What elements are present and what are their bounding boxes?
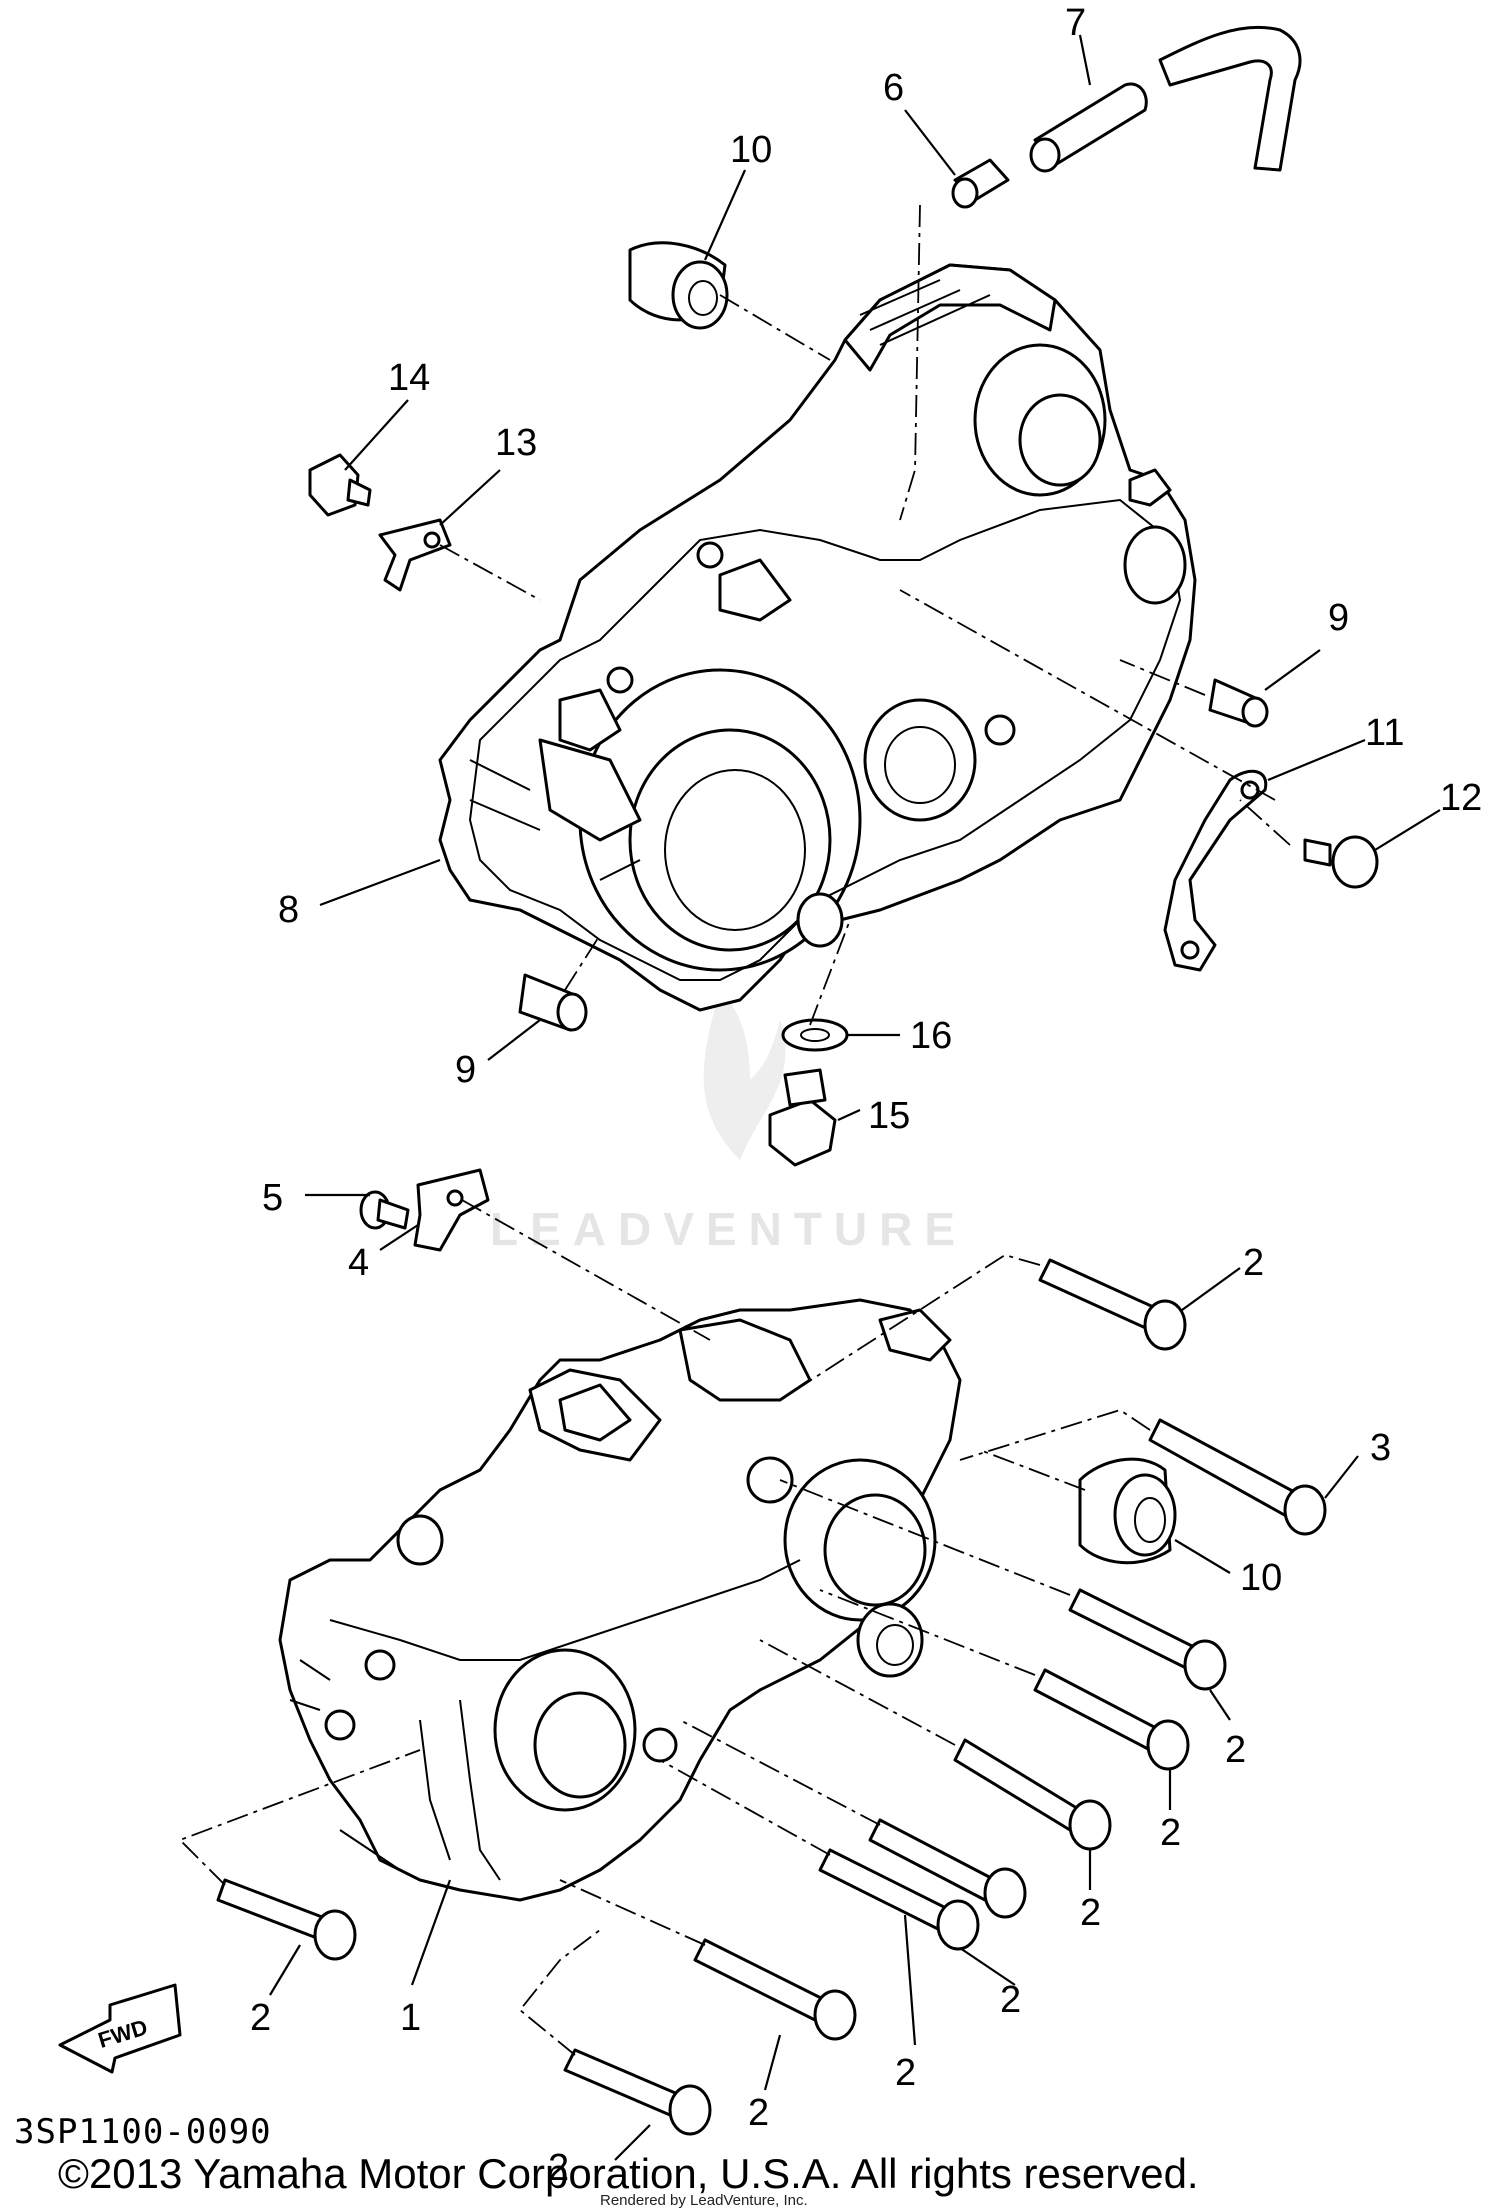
clip-13 <box>378 518 452 592</box>
callout-2-i: 2 <box>250 1997 271 2039</box>
callout-2-a: 2 <box>1243 1242 1264 1284</box>
callout-4: 4 <box>348 1242 369 1284</box>
callout-3: 3 <box>1370 1427 1391 1469</box>
hose-fitting <box>951 158 1010 209</box>
copyright-notice: ©2013 Yamaha Motor Corporation, U.S.A. A… <box>58 2150 1199 2197</box>
callout-2-e: 2 <box>895 2052 916 2094</box>
callouts: 7 6 10 14 13 9 11 12 8 9 16 15 5 4 2 3 1… <box>250 2 1482 2189</box>
callout-7: 7 <box>1065 2 1086 44</box>
callout-1: 1 <box>400 1997 421 2039</box>
bolt-2-f <box>818 1848 980 1951</box>
bolt-3 <box>1148 1418 1327 1536</box>
bearing-lower <box>1078 1457 1177 1565</box>
clip-4 <box>413 1168 490 1252</box>
rendered-by-note: Rendered by LeadVenture, Inc. <box>600 2192 808 2209</box>
bolt-2-g <box>693 1938 857 2041</box>
bolt-2-d <box>953 1738 1112 1851</box>
diagram-part-code: 3SP1100-0090 <box>14 2112 272 2152</box>
plate-11 <box>1163 769 1268 972</box>
callout-5: 5 <box>262 1177 283 1219</box>
screw-5 <box>359 1190 410 1230</box>
bolt-2-b <box>1068 1588 1227 1691</box>
callout-13: 13 <box>495 422 537 464</box>
callout-2-g: 2 <box>748 2092 769 2134</box>
callout-2-d: 2 <box>1080 1892 1101 1934</box>
callout-9-upper: 9 <box>1328 597 1349 639</box>
dowel-pin-lower <box>518 973 588 1032</box>
bolt-2-i <box>216 1878 357 1961</box>
assembly-lines <box>178 204 1291 2056</box>
bearing-upper <box>628 241 729 330</box>
screw-12 <box>1303 835 1379 889</box>
callout-15: 15 <box>868 1095 910 1137</box>
bolt-2-c <box>1033 1668 1190 1771</box>
breather-hose <box>1029 25 1302 173</box>
dowel-pin-upper <box>1208 678 1269 728</box>
callout-2-h: 2 <box>548 2147 569 2189</box>
callout-10-upper: 10 <box>730 129 772 171</box>
fwd-arrow: FWD <box>58 1983 182 2074</box>
callout-8: 8 <box>278 889 299 931</box>
callout-16: 16 <box>910 1015 952 1057</box>
leadventure-watermark: LEADVENTURE <box>490 990 967 1255</box>
callout-6: 6 <box>883 67 904 109</box>
callout-9-lower: 9 <box>455 1049 476 1091</box>
crankcase-right-half <box>438 263 1197 1012</box>
bolt-14 <box>308 453 372 517</box>
bolt-2-a <box>1038 1258 1187 1351</box>
leader-lines <box>269 34 1441 2161</box>
callout-2-b: 2 <box>1225 1729 1246 1771</box>
callout-2-f: 2 <box>1000 1979 1021 2021</box>
callout-12: 12 <box>1440 777 1482 819</box>
crankcase-left-half <box>278 1298 962 1902</box>
callout-11: 11 <box>1365 712 1404 754</box>
watermark-text: LEADVENTURE <box>490 1203 967 1255</box>
callout-10-lower: 10 <box>1240 1557 1282 1599</box>
callout-14: 14 <box>388 357 430 399</box>
bolt-2-h <box>563 2048 712 2136</box>
callout-2-c: 2 <box>1160 1812 1181 1854</box>
drain-bolt-15 <box>768 1068 837 1167</box>
bolt-2-e <box>868 1818 1027 1919</box>
washer-16 <box>781 1018 849 1052</box>
